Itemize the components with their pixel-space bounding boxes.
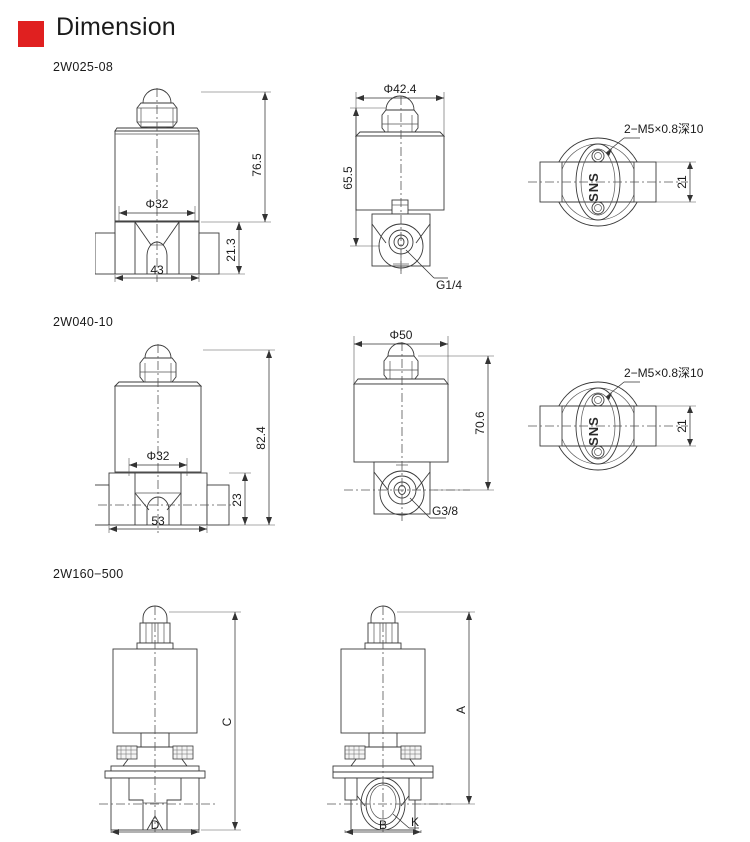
dim-2w025-front-body-height: 21.3	[224, 238, 238, 262]
drawing-2w025-08-top-view: SNS 2−M5×0.8深10 21	[520, 118, 750, 246]
brand-label-sns-2w040: SNS	[586, 416, 601, 446]
drawing-2w040-10-front-view: 82.4 23 Φ32 53	[95, 330, 295, 535]
dim-2w040-top-width: 21	[675, 419, 689, 433]
drawing-2w040-10-top-view: SNS 2−M5×0.8深10 21	[520, 362, 750, 490]
dim-2w040-front-width: 53	[151, 514, 165, 528]
dim-2w025-front-height: 76.5	[250, 153, 264, 177]
callout-2w025-mount-thread: 2−M5×0.8深10	[624, 122, 704, 136]
dim-2w160-side-height: A	[454, 706, 468, 714]
dim-2w040-side-height: 70.6	[473, 411, 487, 435]
drawing-2w025-08-front-view: 76.5 21.3 Φ32 43	[95, 70, 295, 285]
model-label-2w040-10: 2W040-10	[53, 315, 114, 329]
model-label-2w025-08: 2W025-08	[53, 60, 114, 74]
dim-2w025-side-coil-dia: Φ42.4	[384, 82, 417, 96]
brand-label-sns-2w025: SNS	[586, 172, 601, 202]
dim-2w160-front-height: C	[220, 717, 234, 726]
dim-2w040-front-height: 82.4	[254, 426, 268, 450]
dim-group-2w160-front-width: D	[85, 820, 265, 842]
callout-2w025-side-port-thread: G1/4	[436, 278, 462, 292]
callout-2w160-side-port: K	[411, 815, 419, 829]
dim-group-2w160-side-width: B	[305, 820, 505, 842]
drawing-2w160-500-side-view: A K	[305, 588, 545, 833]
dim-2w025-side-height: 65.5	[341, 166, 355, 190]
drawing-2w025-08-side-view: Φ42.4 65.5 G1/4	[330, 62, 520, 292]
dim-2w160-front-width: D	[151, 820, 160, 832]
dim-2w025-top-width: 21	[675, 175, 689, 189]
dim-2w040-front-body-height: 23	[230, 493, 244, 507]
dim-2w025-front-width: 43	[150, 263, 164, 277]
dim-2w040-side-coil-dia: Φ50	[390, 328, 413, 342]
page-header: Dimension	[0, 0, 750, 56]
drawing-2w040-10-side-view: Φ50 70.6 G3/8	[330, 312, 520, 540]
dim-2w160-side-width: B	[379, 820, 387, 832]
model-label-2w160-500: 2W160−500	[53, 567, 124, 581]
dim-2w025-front-coil-dia: Φ32	[146, 197, 169, 211]
callout-2w040-side-port-thread: G3/8	[432, 504, 458, 518]
title-marker-square	[18, 21, 44, 47]
drawing-2w160-500-front-view: C	[85, 588, 315, 833]
callout-2w040-mount-thread: 2−M5×0.8深10	[624, 366, 704, 380]
page-title: Dimension	[56, 13, 176, 41]
dim-2w040-front-coil-dia: Φ32	[147, 449, 170, 463]
